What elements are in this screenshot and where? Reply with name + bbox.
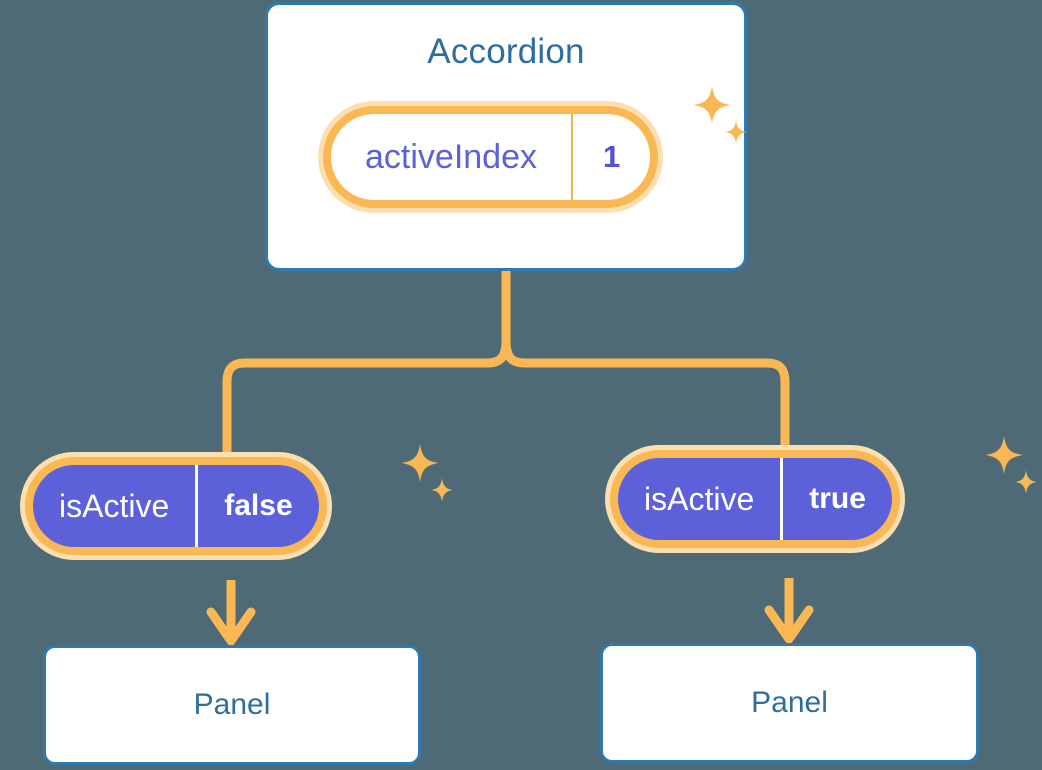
prop-value-label: true xyxy=(780,458,892,540)
component-node-panel-right[interactable]: Panel xyxy=(600,643,979,763)
connector-branch-right xyxy=(501,335,790,457)
component-node-panel-left[interactable]: Panel xyxy=(43,645,421,765)
prop-value-label: false xyxy=(195,465,318,547)
sparkle-icon xyxy=(398,444,454,511)
component-node-accordion[interactable]: Accordion activeIndex 1 xyxy=(265,2,747,271)
state-key-label: activeIndex xyxy=(365,137,537,176)
pill-halo: isActive true xyxy=(605,445,905,553)
pill-halo: activeIndex 1 xyxy=(318,101,664,213)
panel-label: Panel xyxy=(193,688,271,721)
state-value-label: 1 xyxy=(571,114,650,200)
pill-ring: isActive false xyxy=(25,457,327,555)
sparkle-icon xyxy=(982,436,1038,503)
prop-key-label: isActive xyxy=(59,487,170,524)
pill-body: isActive false xyxy=(33,465,319,547)
pill-ring: isActive true xyxy=(610,450,900,548)
page-title: Accordion xyxy=(427,32,585,71)
pill-body: isActive true xyxy=(618,458,892,540)
pill-halo: isActive false xyxy=(20,452,332,560)
prop-pill-isactive-true[interactable]: isActive true xyxy=(605,445,905,553)
panel-label: Panel xyxy=(751,686,828,719)
connector-branch-left xyxy=(222,335,511,457)
arrow-head-right xyxy=(764,605,814,644)
pill-body: activeIndex 1 xyxy=(331,114,651,200)
prop-key-label: isActive xyxy=(644,480,755,517)
arrow-head-left xyxy=(206,607,256,646)
pill-ring: activeIndex 1 xyxy=(323,106,659,208)
prop-pill-isactive-false[interactable]: isActive false xyxy=(20,452,332,560)
state-pill-activeindex[interactable]: activeIndex 1 xyxy=(318,101,664,213)
